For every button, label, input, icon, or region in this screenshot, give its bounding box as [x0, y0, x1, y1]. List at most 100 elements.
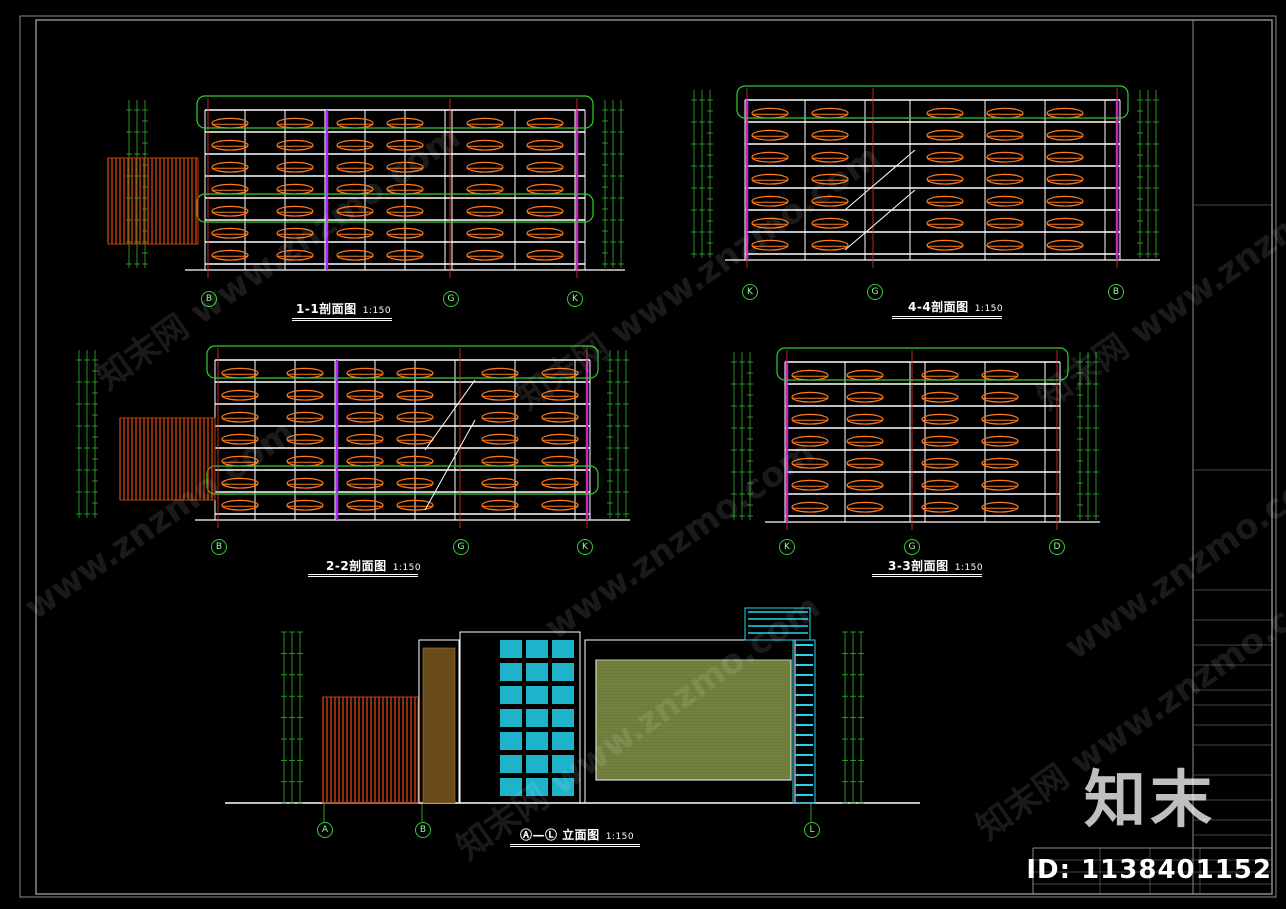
ramp: [424, 379, 476, 451]
car: [526, 183, 564, 195]
image-id: ID: 1138401152: [1026, 855, 1272, 885]
glass-panel: [552, 663, 574, 681]
car: [211, 183, 249, 195]
car: [986, 239, 1024, 251]
glass-panel: [526, 640, 548, 658]
car: [396, 499, 434, 511]
car: [751, 173, 789, 185]
side-glass: [792, 639, 816, 804]
car: [221, 411, 259, 423]
car: [751, 107, 789, 119]
car: [811, 239, 849, 251]
car: [221, 433, 259, 445]
car: [541, 455, 579, 467]
car: [286, 367, 324, 379]
car: [926, 107, 964, 119]
car: [791, 457, 829, 469]
car: [211, 205, 249, 217]
car: [921, 501, 959, 513]
car: [986, 129, 1024, 141]
axis-bubble: A: [317, 822, 333, 838]
car: [466, 117, 504, 129]
car: [791, 435, 829, 447]
car: [336, 227, 374, 239]
glass-panel: [500, 686, 522, 704]
car: [211, 227, 249, 239]
car: [986, 195, 1024, 207]
car: [211, 117, 249, 129]
car: [811, 195, 849, 207]
car: [791, 479, 829, 491]
car: [846, 369, 884, 381]
car: [526, 139, 564, 151]
car: [981, 435, 1019, 447]
car: [336, 117, 374, 129]
car: [481, 499, 519, 511]
car: [541, 477, 579, 489]
car: [286, 411, 324, 423]
ramp: [844, 189, 916, 251]
car: [481, 433, 519, 445]
car: [336, 139, 374, 151]
car: [286, 477, 324, 489]
car: [466, 227, 504, 239]
car: [286, 433, 324, 445]
car: [1046, 173, 1084, 185]
title-underline: [292, 318, 392, 321]
car: [751, 239, 789, 251]
brand-logo: 知末: [1083, 763, 1216, 836]
glass-panel: [500, 755, 522, 773]
axis-bubble: G: [867, 284, 883, 300]
glass-panel: [526, 778, 548, 796]
car: [811, 217, 849, 229]
title-underline: [510, 844, 640, 847]
car: [541, 367, 579, 379]
car: [921, 479, 959, 491]
car: [981, 413, 1019, 425]
glass-panel: [552, 640, 574, 658]
car: [846, 391, 884, 403]
car: [981, 501, 1019, 513]
car: [386, 205, 424, 217]
car: [526, 161, 564, 173]
car: [386, 161, 424, 173]
title-underline: [872, 574, 982, 577]
car: [811, 173, 849, 185]
axis-bubble: G: [904, 539, 920, 555]
ramp: [424, 419, 476, 511]
car: [526, 227, 564, 239]
car: [286, 499, 324, 511]
car: [981, 391, 1019, 403]
car: [541, 433, 579, 445]
car: [811, 129, 849, 141]
car: [396, 389, 434, 401]
car: [466, 139, 504, 151]
glass-panel: [526, 709, 548, 727]
car: [981, 457, 1019, 469]
glass-panel: [526, 686, 548, 704]
axis-bubble: G: [443, 291, 459, 307]
car: [1046, 129, 1084, 141]
car: [466, 161, 504, 173]
car: [221, 499, 259, 511]
car: [276, 117, 314, 129]
car: [926, 151, 964, 163]
car: [986, 217, 1024, 229]
car: [221, 389, 259, 401]
car: [1046, 239, 1084, 251]
axis-bubble: D: [1049, 539, 1065, 555]
glass-panel: [500, 732, 522, 750]
main-block: [584, 639, 796, 804]
car: [481, 455, 519, 467]
axis-bubble: L: [804, 822, 820, 838]
car: [481, 411, 519, 423]
glass-panel: [526, 663, 548, 681]
car: [386, 139, 424, 151]
car: [481, 389, 519, 401]
car: [846, 457, 884, 469]
glass-panel: [500, 778, 522, 796]
car: [791, 501, 829, 513]
